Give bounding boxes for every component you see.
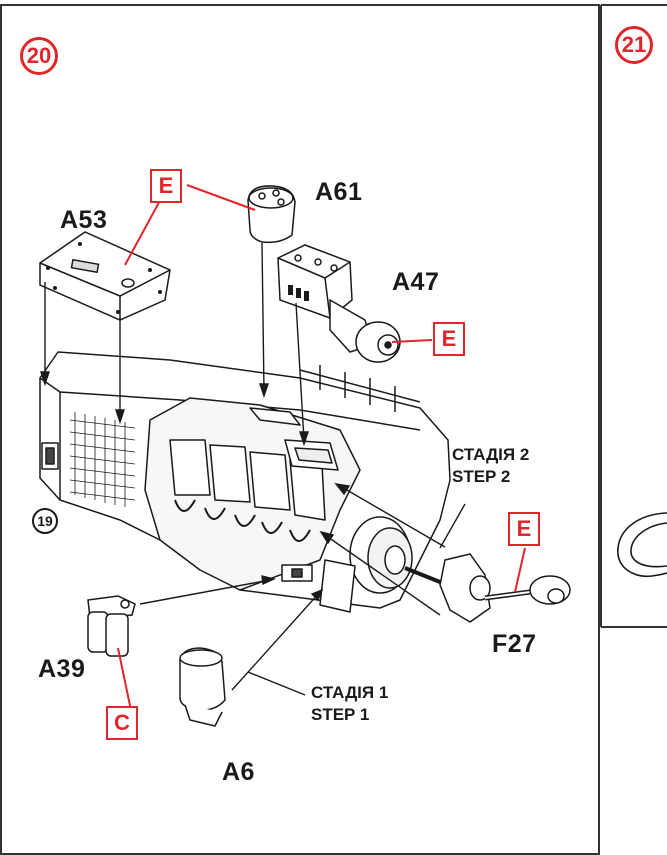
label-a53: A53 xyxy=(60,206,108,234)
part-f27 xyxy=(439,553,571,623)
step-21-badge: 21 xyxy=(615,26,653,64)
panel-20-frame xyxy=(0,4,600,855)
label-a6: A6 xyxy=(222,758,255,786)
part-a47 xyxy=(277,244,401,363)
paint-code-e-f27: E xyxy=(508,512,540,546)
engine-block xyxy=(39,351,471,613)
label-f27: F27 xyxy=(492,630,537,658)
step-19-reference: 19 xyxy=(32,508,58,534)
stage-1-ua-label: СТАДІЯ 1 xyxy=(311,683,389,702)
label-a61: A61 xyxy=(315,178,363,206)
stage-2-ua-label: СТАДІЯ 2 xyxy=(452,445,530,464)
part-a6 xyxy=(179,647,226,727)
step-20-badge: 20 xyxy=(20,37,58,75)
assembly-arrows xyxy=(40,242,466,696)
label-a47: A47 xyxy=(392,268,440,296)
paint-code-c-a39: C xyxy=(106,706,138,740)
part-a61 xyxy=(247,185,296,244)
part-a39 xyxy=(87,595,136,657)
paint-code-e-a47: E xyxy=(433,322,465,356)
stage-1-en-label: STEP 1 xyxy=(311,705,370,724)
part-a53-cover xyxy=(39,231,171,321)
panel-21-partial-part xyxy=(617,512,667,577)
stage-2-en-label: STEP 2 xyxy=(452,467,511,486)
paint-code-e-a53: E xyxy=(150,169,182,203)
label-a39: A39 xyxy=(38,655,86,683)
